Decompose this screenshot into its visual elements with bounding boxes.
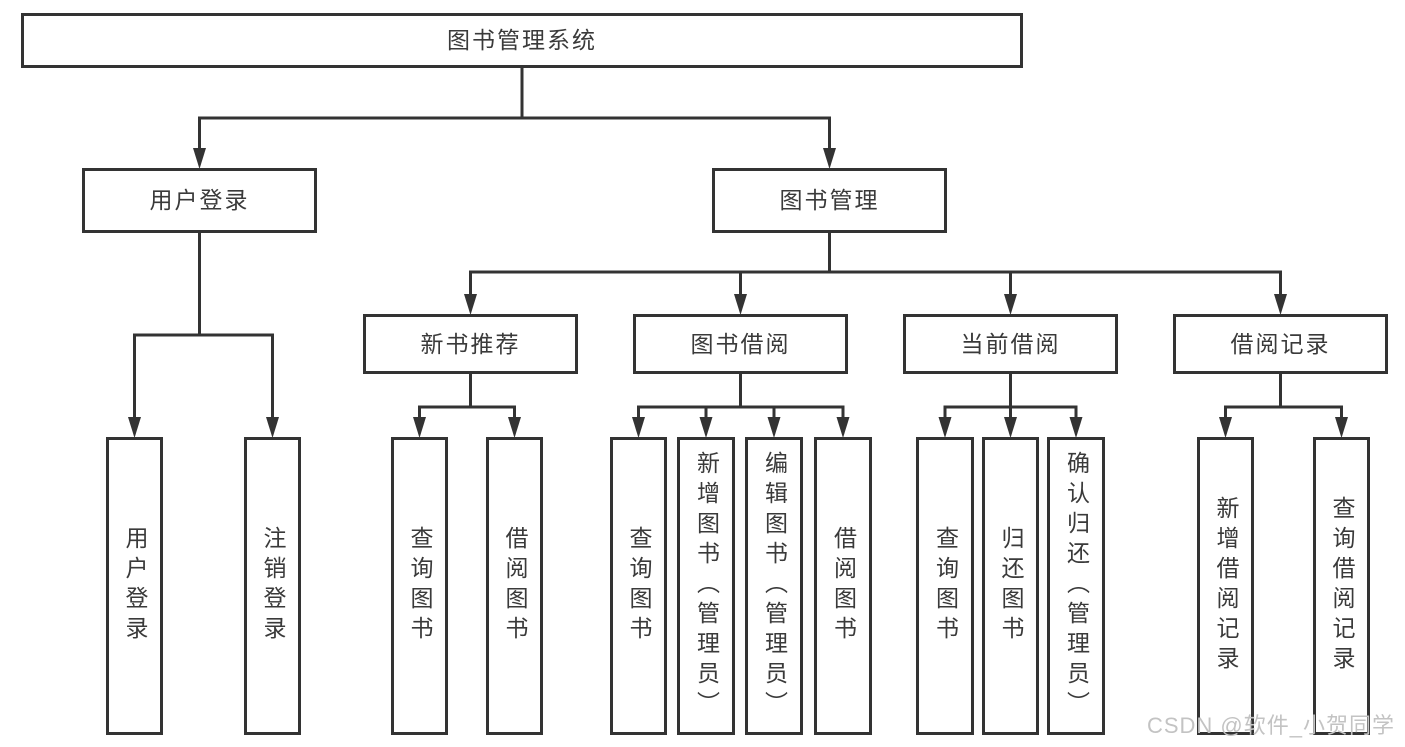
node-confirm-return: 确认归还（管理员）	[1047, 437, 1105, 735]
arrowhead-icon	[413, 417, 426, 438]
node-user-login: 用户登录	[82, 168, 317, 233]
arrowhead-icon	[632, 417, 645, 438]
arrowhead-icon	[266, 417, 279, 438]
arrowhead-icon	[464, 294, 477, 315]
connector-book-mgmt	[464, 233, 1287, 315]
node-borrow-book-1: 借阅图书	[486, 437, 543, 735]
watermark: CSDN @软件_小贺同学	[1146, 713, 1395, 738]
node-query-book-1: 查询图书	[391, 437, 448, 735]
connector-current-borrow	[938, 374, 1083, 438]
node-current-borrow: 当前借阅	[903, 314, 1118, 374]
arrowhead-icon	[836, 417, 850, 438]
connector-borrow-history	[1219, 374, 1348, 438]
connector-user-login	[128, 233, 279, 438]
node-add-borrow-record: 新增借阅记录	[1197, 437, 1254, 735]
arrowhead-icon	[767, 417, 781, 438]
arrowhead-icon	[699, 417, 713, 438]
connector-root	[193, 68, 836, 169]
node-login: 用户登录	[106, 437, 163, 735]
node-edit-book: 编辑图书（管理员）	[745, 437, 803, 735]
node-return-book: 归还图书	[982, 437, 1039, 735]
node-query-borrow-record: 查询借阅记录	[1313, 437, 1370, 735]
arrowhead-icon	[734, 294, 747, 315]
connector-new-book-rec	[413, 374, 521, 438]
arrowhead-icon	[1274, 294, 1287, 315]
arrowhead-icon	[1004, 417, 1017, 438]
arrowhead-icon	[508, 417, 521, 438]
arrowhead-icon	[938, 417, 952, 438]
connector-book-borrow	[632, 374, 850, 438]
node-add-book: 新增图书（管理员）	[677, 437, 735, 735]
arrowhead-icon	[128, 417, 141, 438]
arrowhead-icon	[1004, 294, 1017, 315]
node-new-book-rec: 新书推荐	[363, 314, 578, 374]
node-logout: 注销登录	[244, 437, 301, 735]
arrowhead-icon	[1335, 417, 1348, 438]
node-root: 图书管理系统	[21, 13, 1023, 68]
arrowhead-icon	[193, 148, 206, 169]
arrowhead-icon	[823, 148, 836, 169]
node-borrow-history: 借阅记录	[1173, 314, 1388, 374]
arrowhead-icon	[1219, 417, 1232, 438]
node-book-borrow: 图书借阅	[633, 314, 848, 374]
node-book-mgmt: 图书管理	[712, 168, 947, 233]
node-query-book-2: 查询图书	[610, 437, 667, 735]
node-borrow-book-2: 借阅图书	[814, 437, 872, 735]
node-query-book-3: 查询图书	[916, 437, 974, 735]
arrowhead-icon	[1069, 417, 1083, 438]
